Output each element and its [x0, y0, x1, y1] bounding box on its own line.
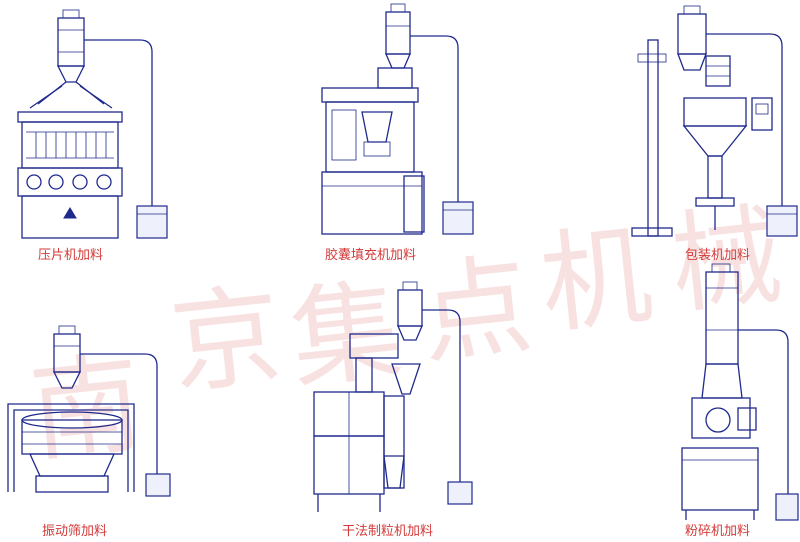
vibrating-sieve-drawing [7, 325, 171, 497]
caption-packing: 包装机加料 [685, 248, 751, 263]
caption-pulverizer: 粉碎机加料 [685, 524, 751, 539]
capsule-filler-drawing [321, 3, 474, 235]
packing-drawing [631, 5, 798, 237]
pulverizer-drawing [681, 263, 799, 521]
tablet-press-drawing [17, 9, 168, 239]
caption-tablet-press: 压片机加料 [38, 248, 104, 263]
caption-dry-granulator: 干法制粒机加料 [342, 524, 434, 539]
dry-granulator-drawing [313, 281, 473, 512]
caption-capsule-filler: 胶囊填充机加料 [325, 248, 417, 263]
caption-vibrating-sieve: 振动筛加料 [42, 524, 108, 539]
